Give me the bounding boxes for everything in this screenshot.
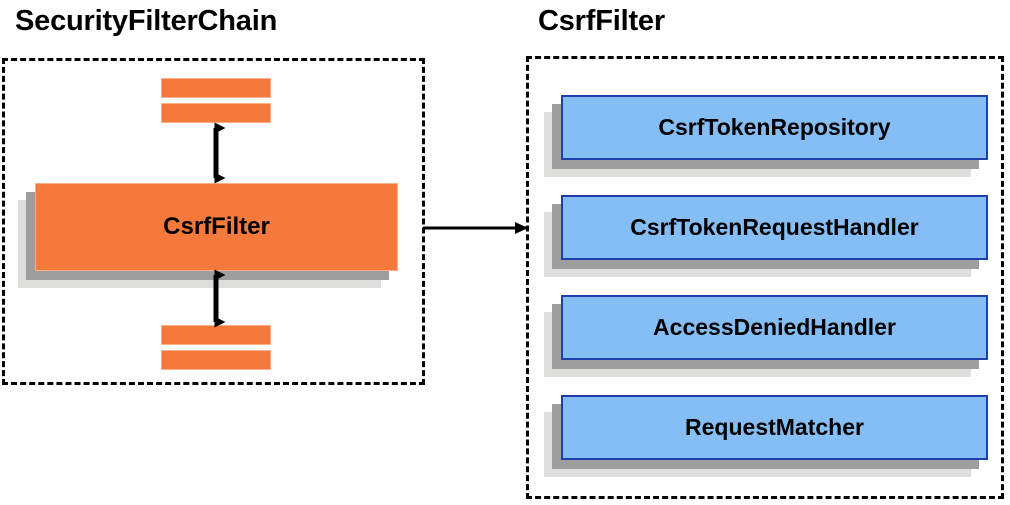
filter-bar-above-1 (161, 78, 271, 98)
panel-security-filter-chain (2, 58, 425, 385)
node-access-denied-handler[interactable]: AccessDeniedHandler (544, 295, 988, 377)
node-csrf-token-request-handler[interactable]: CsrfTokenRequestHandler (544, 195, 988, 277)
node-request-matcher[interactable]: RequestMatcher (544, 395, 988, 477)
node-csrf-filter[interactable]: CsrfFilter (18, 183, 398, 288)
node-face: CsrfFilter (35, 183, 398, 271)
node-face: CsrfTokenRequestHandler (561, 195, 988, 260)
panel-csrf-filter (526, 56, 1004, 499)
node-label: RequestMatcher (685, 414, 864, 440)
node-label: AccessDeniedHandler (653, 314, 896, 340)
node-face: RequestMatcher (561, 395, 988, 460)
node-face: CsrfTokenRepository (561, 95, 988, 160)
page-title-csrf-filter: CsrfFilter (538, 5, 665, 37)
node-face: AccessDeniedHandler (561, 295, 988, 360)
page-title-security-filter-chain: SecurityFilterChain (15, 5, 278, 37)
filter-bar-below-1 (161, 325, 271, 345)
filter-bar-below-2 (161, 350, 271, 370)
node-label: CsrfFilter (163, 213, 270, 240)
node-label: CsrfTokenRepository (658, 114, 891, 140)
filter-bar-above-2 (161, 103, 271, 123)
node-csrf-token-repository[interactable]: CsrfTokenRepository (544, 95, 988, 177)
node-label: CsrfTokenRequestHandler (630, 214, 919, 240)
